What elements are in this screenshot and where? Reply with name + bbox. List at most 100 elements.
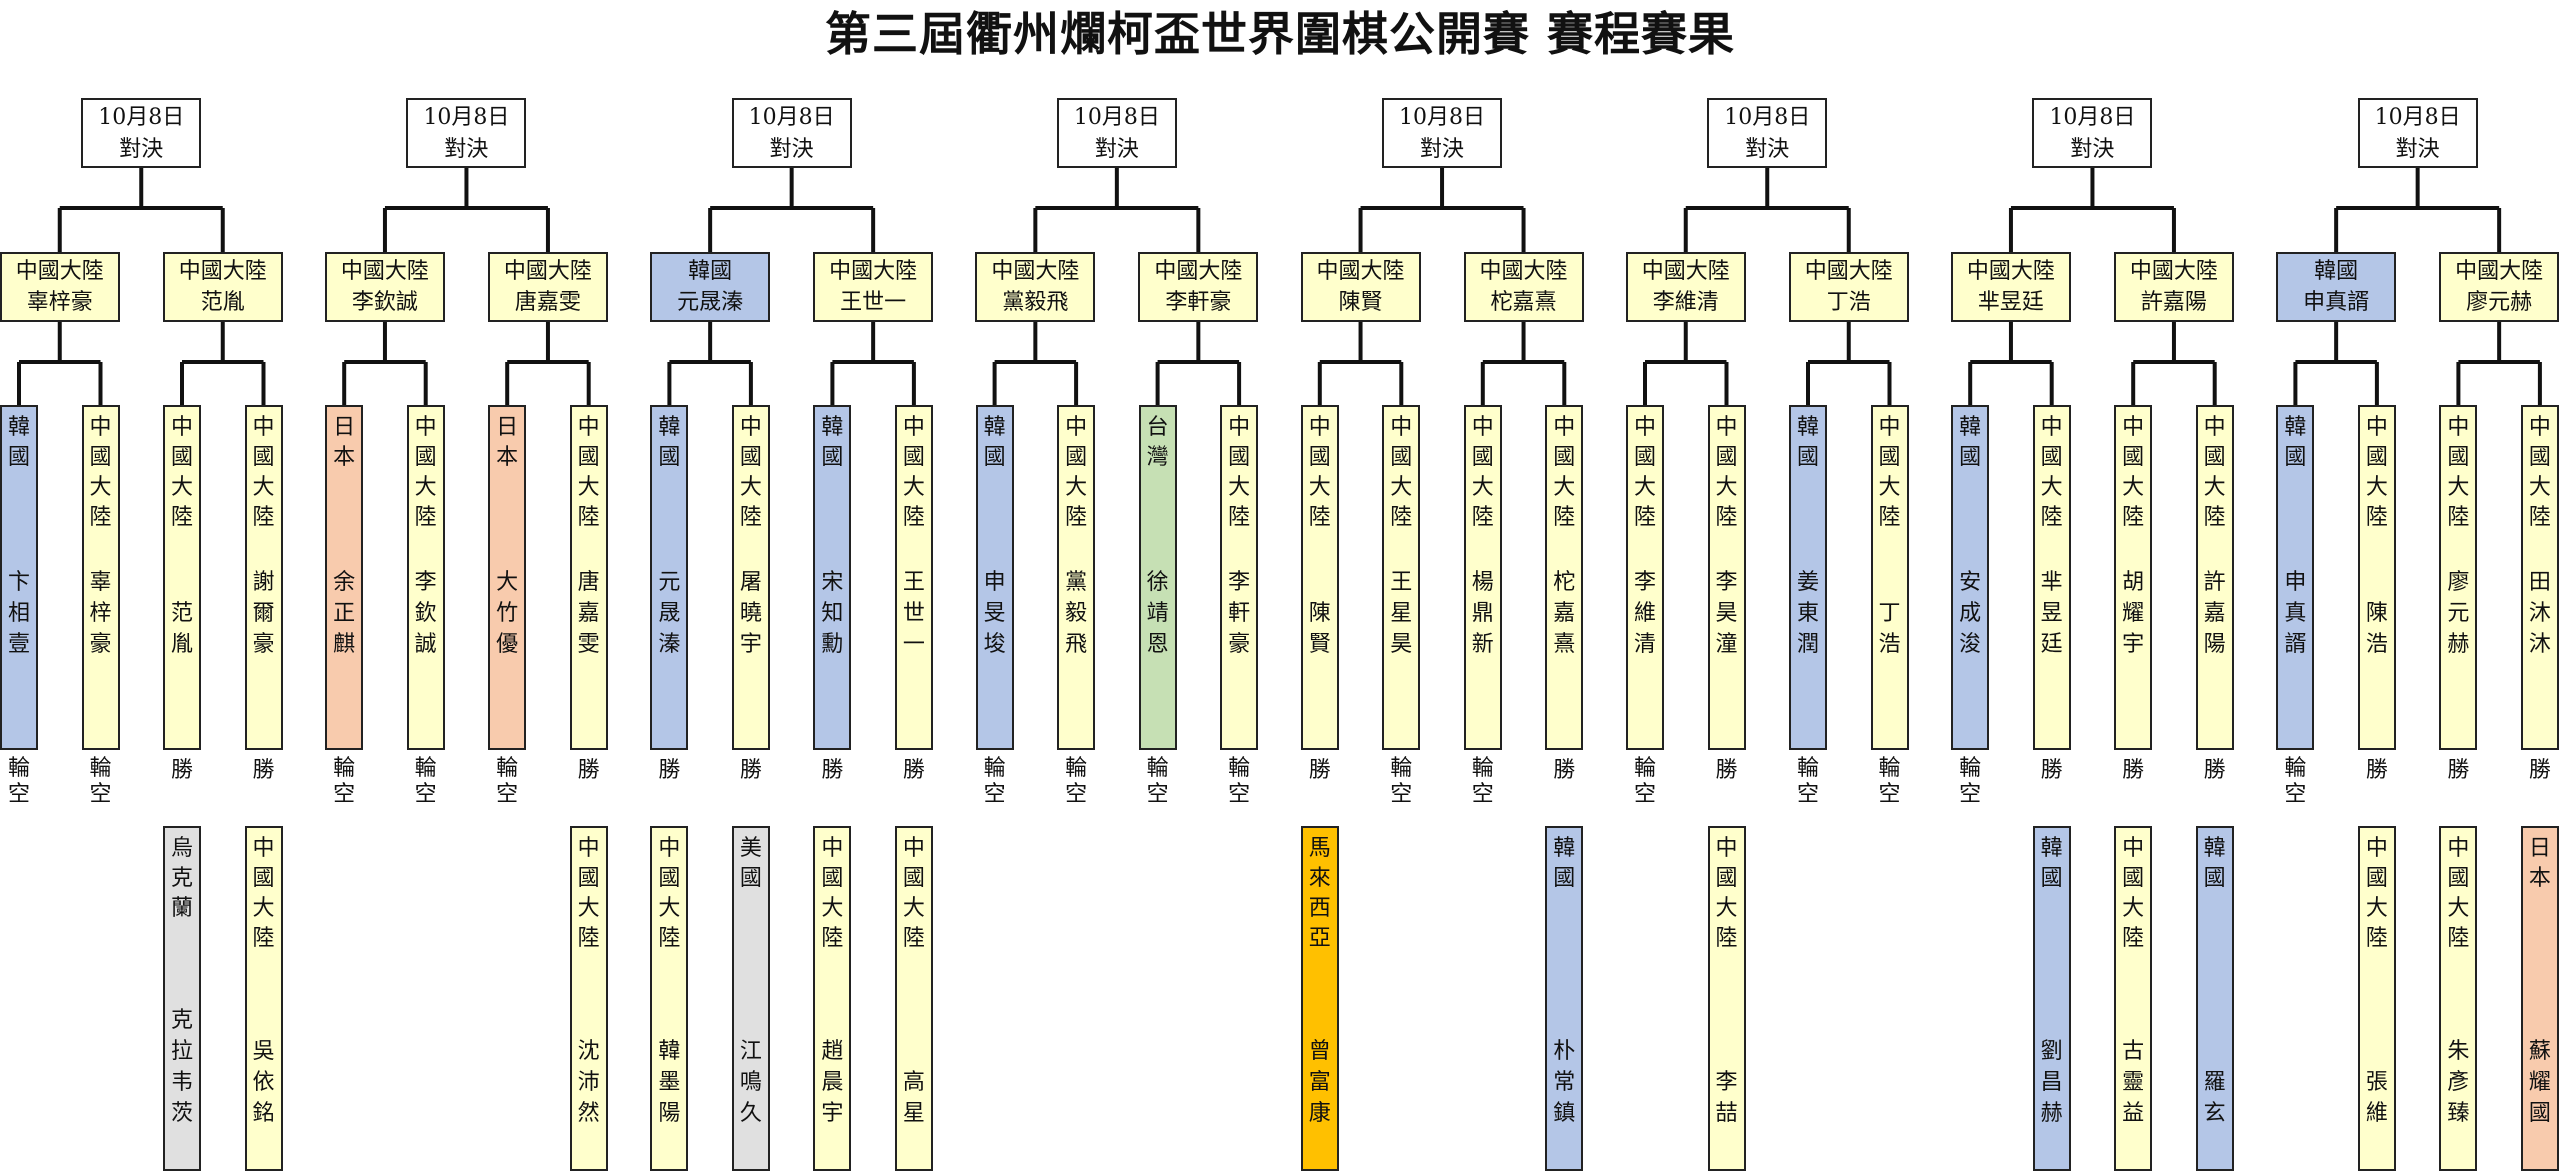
- player-column: 中國大陸田沐沐: [2520, 405, 2559, 750]
- player-name: 安成浚: [1959, 570, 1982, 657]
- player-column: 中國大陸李昊潼: [1707, 405, 1746, 750]
- opponent-region: 中國大陸: [658, 836, 681, 951]
- round-date-box: 10月8日對決: [1382, 98, 1503, 168]
- player-name: 宋知勳: [821, 570, 844, 657]
- round-date: 10月8日: [1073, 105, 1160, 130]
- player-column: 中國大陸李欽誠: [406, 405, 445, 750]
- qualifier-box: 中國大陸許嘉陽: [2113, 252, 2234, 322]
- opponent-column: 中國大陸張維: [2357, 826, 2396, 1171]
- player-column: 中國大陸陳賢: [1300, 405, 1339, 750]
- player-region: 中國大陸: [2365, 415, 2388, 530]
- round-date: 10月8日: [1399, 105, 1486, 130]
- qualifier-box: 中國大陸黨毅飛: [975, 252, 1096, 322]
- opponent-region: 中國大陸: [1715, 836, 1738, 951]
- match-result: 輪空: [1146, 756, 1169, 807]
- qualifier-name: 李維清: [1652, 290, 1719, 315]
- player-name: 屠曉宇: [739, 570, 762, 657]
- opponent-name: 朱彥臻: [2447, 1039, 2470, 1126]
- qualifier-region: 中國大陸: [1479, 259, 1568, 284]
- player-name: 許嘉陽: [2203, 570, 2226, 657]
- player-column: 韓國姜東潤: [1789, 405, 1827, 750]
- opponent-name: 張維: [2365, 1070, 2388, 1126]
- round-date: 10月8日: [423, 105, 510, 130]
- player-column: 韓國卞相壹: [0, 405, 38, 750]
- round-date-box: 10月8日對決: [2032, 98, 2153, 168]
- match-result: 輪空: [983, 756, 1006, 807]
- opponent-name: 朴常鎮: [1553, 1039, 1576, 1126]
- opponent-column: 中國大陸朱彥臻: [2439, 826, 2478, 1171]
- qualifier-box: 中國大陸芈昱廷: [1950, 252, 2071, 322]
- opponent-region: 日本: [2528, 836, 2551, 891]
- round-date: 10月8日: [98, 105, 185, 130]
- qualifier-name: 丁浩: [1826, 290, 1871, 315]
- qualifier-region: 中國大陸: [991, 259, 1080, 284]
- match-result: 輪空: [1796, 756, 1819, 807]
- round-date: 10月8日: [2049, 105, 2136, 130]
- round-stage: 對決: [1094, 137, 1139, 162]
- opponent-name: 克拉韦茨: [170, 1008, 193, 1126]
- player-column: 中國大陸辜梓豪: [81, 405, 120, 750]
- match-result: 勝: [252, 758, 275, 783]
- player-column: 韓國宋知勳: [813, 405, 852, 750]
- match-result: 勝: [2528, 758, 2551, 783]
- opponent-region: 美國: [739, 836, 762, 891]
- qualifier-name: 柁嘉熹: [1490, 290, 1557, 315]
- player-region: 中國大陸: [1715, 415, 1738, 530]
- qualifier-box: 中國大陸李維清: [1625, 252, 1746, 322]
- round-date-box: 10月8日對決: [81, 98, 202, 168]
- round-stage: 對決: [1745, 137, 1790, 162]
- player-name: 楊鼎新: [1471, 570, 1494, 657]
- qualifier-box: 中國大陸丁浩: [1788, 252, 1909, 322]
- player-name: 陳浩: [2365, 601, 2388, 657]
- player-column: 中國大陸王世一: [894, 405, 933, 750]
- qualifier-box: 中國大陸王世一: [813, 252, 934, 322]
- qualifier-region: 中國大陸: [340, 259, 429, 284]
- qualifier-name: 陳賢: [1338, 290, 1383, 315]
- round-date: 10月8日: [2374, 105, 2461, 130]
- player-column: 中國大陸丁浩: [1870, 405, 1909, 750]
- player-region: 韓國: [2284, 415, 2307, 470]
- match-result: 勝: [2203, 758, 2226, 783]
- opponent-column: 中國大陸吳依銘: [244, 826, 283, 1171]
- round-stage: 對決: [2070, 137, 2115, 162]
- round-stage: 對決: [119, 137, 164, 162]
- match-result: 輪空: [333, 756, 356, 807]
- player-region: 中國大陸: [414, 415, 437, 530]
- qualifier-name: 申真諝: [2303, 290, 2370, 315]
- match-result: 勝: [1553, 758, 1576, 783]
- qualifier-box: 中國大陸柁嘉熹: [1463, 252, 1584, 322]
- opponent-column: 烏克蘭克拉韦茨: [163, 826, 201, 1171]
- player-column: 韓國元晟溱: [650, 405, 689, 750]
- player-name: 李欽誠: [414, 570, 437, 657]
- player-name: 胡耀宇: [2122, 570, 2145, 657]
- qualifier-box: 中國大陸廖元赫: [2439, 252, 2560, 322]
- qualifier-name: 王世一: [840, 290, 907, 315]
- opponent-column: 日本蘇耀國: [2520, 826, 2559, 1171]
- qualifier-region: 中國大陸: [2455, 259, 2544, 284]
- match-result: 勝: [658, 758, 681, 783]
- match-result: 勝: [821, 758, 844, 783]
- opponent-name: 李喆: [1715, 1070, 1738, 1126]
- player-column: 中國大陸胡耀宇: [2114, 405, 2153, 750]
- qualifier-region: 韓國: [688, 259, 733, 284]
- qualifier-name: 元晟溱: [677, 290, 744, 315]
- opponent-column: 美國江鳴久: [731, 826, 770, 1171]
- qualifier-region: 中國大陸: [1804, 259, 1893, 284]
- player-column: 中國大陸芈昱廷: [2032, 405, 2071, 750]
- qualifier-name: 辜梓豪: [26, 290, 93, 315]
- player-column: 中國大陸范胤: [163, 405, 201, 750]
- opponent-region: 馬來西亞: [1308, 836, 1331, 951]
- opponent-region: 中國大陸: [2122, 836, 2145, 951]
- player-name: 芈昱廷: [2040, 570, 2063, 657]
- match-result: 勝: [2365, 758, 2388, 783]
- opponent-column: 中國大陸韓墨陽: [650, 826, 689, 1171]
- opponent-name: 韓墨陽: [658, 1039, 681, 1126]
- opponent-name: 古靈益: [2122, 1039, 2145, 1126]
- match-result: 勝: [2122, 758, 2145, 783]
- round-date-box: 10月8日對決: [1707, 98, 1828, 168]
- qualifier-box: 韓國申真諝: [2276, 252, 2397, 322]
- player-name: 柁嘉熹: [1553, 570, 1576, 657]
- player-region: 韓國: [7, 415, 30, 470]
- opponent-region: 韓國: [2203, 836, 2226, 891]
